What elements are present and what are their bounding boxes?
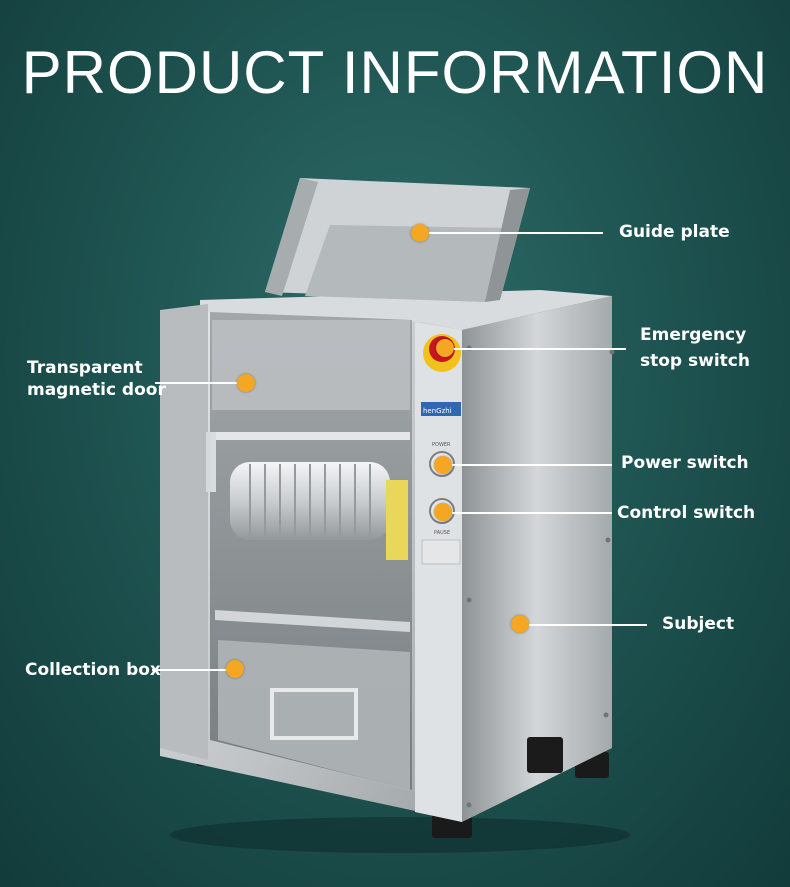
hinge — [206, 432, 216, 492]
rod — [215, 432, 410, 440]
info-label — [421, 539, 461, 565]
control-switch-label: Control switch — [617, 503, 756, 523]
box-handle — [270, 688, 358, 740]
guide-plate-front — [305, 225, 510, 302]
power-print: POWER — [432, 442, 451, 448]
power-switch-leader — [452, 464, 612, 466]
guide-plate-label: Guide plate — [619, 222, 730, 242]
side-panel — [462, 296, 612, 822]
roller-grooves — [249, 464, 371, 538]
emergency-stop-leader — [454, 348, 626, 350]
collection-box-leader — [152, 669, 228, 671]
power-switch-marker — [434, 456, 452, 474]
guide-plate-leader — [429, 232, 603, 234]
emergency-stop-marker — [436, 339, 454, 357]
subject-marker — [511, 615, 529, 633]
pause-print: PAUSE — [434, 530, 450, 536]
collection-box-marker — [226, 660, 244, 678]
floor-shadow — [170, 817, 630, 853]
collection-box — [218, 640, 410, 790]
guide-plate-marker — [411, 224, 429, 242]
control-switch-marker — [434, 503, 452, 521]
guide-plate-left — [265, 178, 318, 296]
transparent-door-marker — [237, 374, 255, 392]
transparent-door — [209, 310, 413, 792]
upper-tray — [212, 320, 410, 410]
collection-box-label: Collection box — [25, 660, 161, 680]
power-switch-label: Power switch — [621, 453, 749, 473]
transparent-door-label-line1: Transparent — [27, 358, 143, 378]
transparent-door-label-line2: magnetic door — [27, 380, 166, 400]
control-switch-leader — [452, 512, 612, 514]
emergency-stop-label-line1: Emergency — [640, 325, 747, 345]
control-column — [415, 322, 462, 822]
left-pillar — [160, 304, 208, 760]
page-title: PRODUCT INFORMATION — [21, 39, 769, 106]
shelf — [215, 610, 410, 632]
power-socket — [527, 737, 563, 773]
emergency-stop-label-line2: stop switch — [640, 351, 750, 371]
guide-plate-right — [485, 188, 530, 302]
subject-leader — [529, 624, 647, 626]
brand-plate — [421, 402, 461, 416]
transparent-door-leader — [155, 382, 237, 384]
warning-sticker — [386, 480, 408, 560]
brand-text: henGzhi — [423, 407, 452, 415]
subject-label: Subject — [662, 614, 735, 634]
top-plate — [200, 290, 612, 330]
